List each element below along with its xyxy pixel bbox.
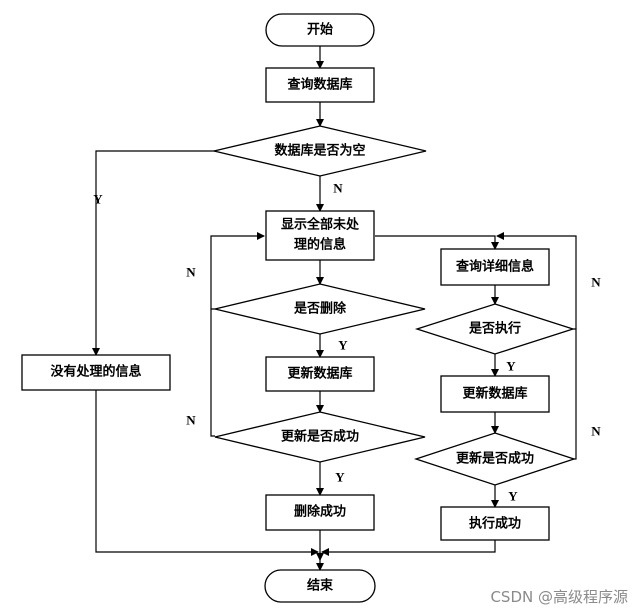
arrow-executed-to-merge — [321, 540, 496, 556]
node-show-unprocessed: 显示全部未处 理的信息 — [265, 210, 375, 261]
loop-left-back-to-show — [210, 232, 265, 309]
watermark: CSDN @高级程序源 — [490, 588, 628, 606]
decision-update-success-right: 更新是否成功 — [413, 432, 577, 486]
label-execute-yes: Y — [506, 359, 516, 374]
node-query-db-label: 查询数据库 — [286, 77, 352, 93]
node-no-unprocessed-label: 没有处理的信息 — [50, 364, 141, 380]
label-left-loop-no-lower: N — [186, 413, 196, 428]
node-update-db-right: 更新数据库 — [440, 375, 550, 413]
label-right-loop-no-lower: N — [591, 424, 601, 439]
label-empty-yes: Y — [93, 192, 103, 207]
decision-update-success-right-label: 更新是否成功 — [456, 451, 534, 467]
node-execute-success-label: 执行成功 — [469, 516, 521, 532]
node-show-unprocessed-line2: 理的信息 — [294, 237, 346, 253]
arrow-empty-yes-to-no-info — [92, 150, 216, 356]
loop-right-n — [573, 328, 577, 460]
node-show-unprocessed-line1: 显示全部未处 — [281, 217, 360, 233]
node-no-unprocessed: 没有处理的信息 — [21, 354, 171, 391]
label-left-success-yes: Y — [335, 470, 345, 485]
decision-db-empty-label: 数据库是否为空 — [274, 143, 365, 159]
node-start-label: 开始 — [307, 22, 333, 38]
label-delete-yes: Y — [338, 338, 348, 353]
node-update-db-right-label: 更新数据库 — [462, 386, 527, 402]
decision-update-success-left: 更新是否成功 — [214, 411, 426, 463]
decision-is-delete: 是否删除 — [214, 283, 426, 335]
node-query-detail-label: 查询详细信息 — [455, 259, 534, 275]
node-query-db: 查询数据库 — [265, 67, 375, 103]
decision-is-delete-label: 是否删除 — [293, 301, 347, 317]
decision-update-success-left-label: 更新是否成功 — [281, 429, 359, 445]
connectors — [92, 46, 577, 571]
arrow-show-to-detail — [375, 235, 499, 250]
node-update-db-left: 更新数据库 — [265, 356, 375, 392]
node-start: 开始 — [265, 13, 375, 47]
decision-is-execute-label: 是否执行 — [468, 321, 521, 337]
loop-right-back-to-detail — [496, 232, 577, 329]
loop-left-n — [210, 308, 215, 437]
node-end: 结束 — [264, 569, 376, 603]
decision-is-execute: 是否执行 — [414, 303, 576, 355]
node-update-db-left-label: 更新数据库 — [287, 366, 352, 382]
node-delete-success-label: 删除成功 — [294, 504, 346, 520]
arrow-no-info-to-merge — [95, 390, 319, 556]
decision-db-empty: 数据库是否为空 — [213, 125, 427, 177]
node-end-label: 结束 — [307, 578, 334, 594]
label-right-loop-no-upper: N — [591, 275, 601, 290]
label-empty-no: N — [333, 181, 343, 196]
label-left-loop-no-upper: N — [186, 265, 196, 280]
node-query-detail: 查询详细信息 — [440, 248, 550, 286]
label-right-success-yes: Y — [508, 489, 518, 504]
node-execute-success: 执行成功 — [440, 506, 550, 541]
node-delete-success: 删除成功 — [265, 494, 375, 531]
